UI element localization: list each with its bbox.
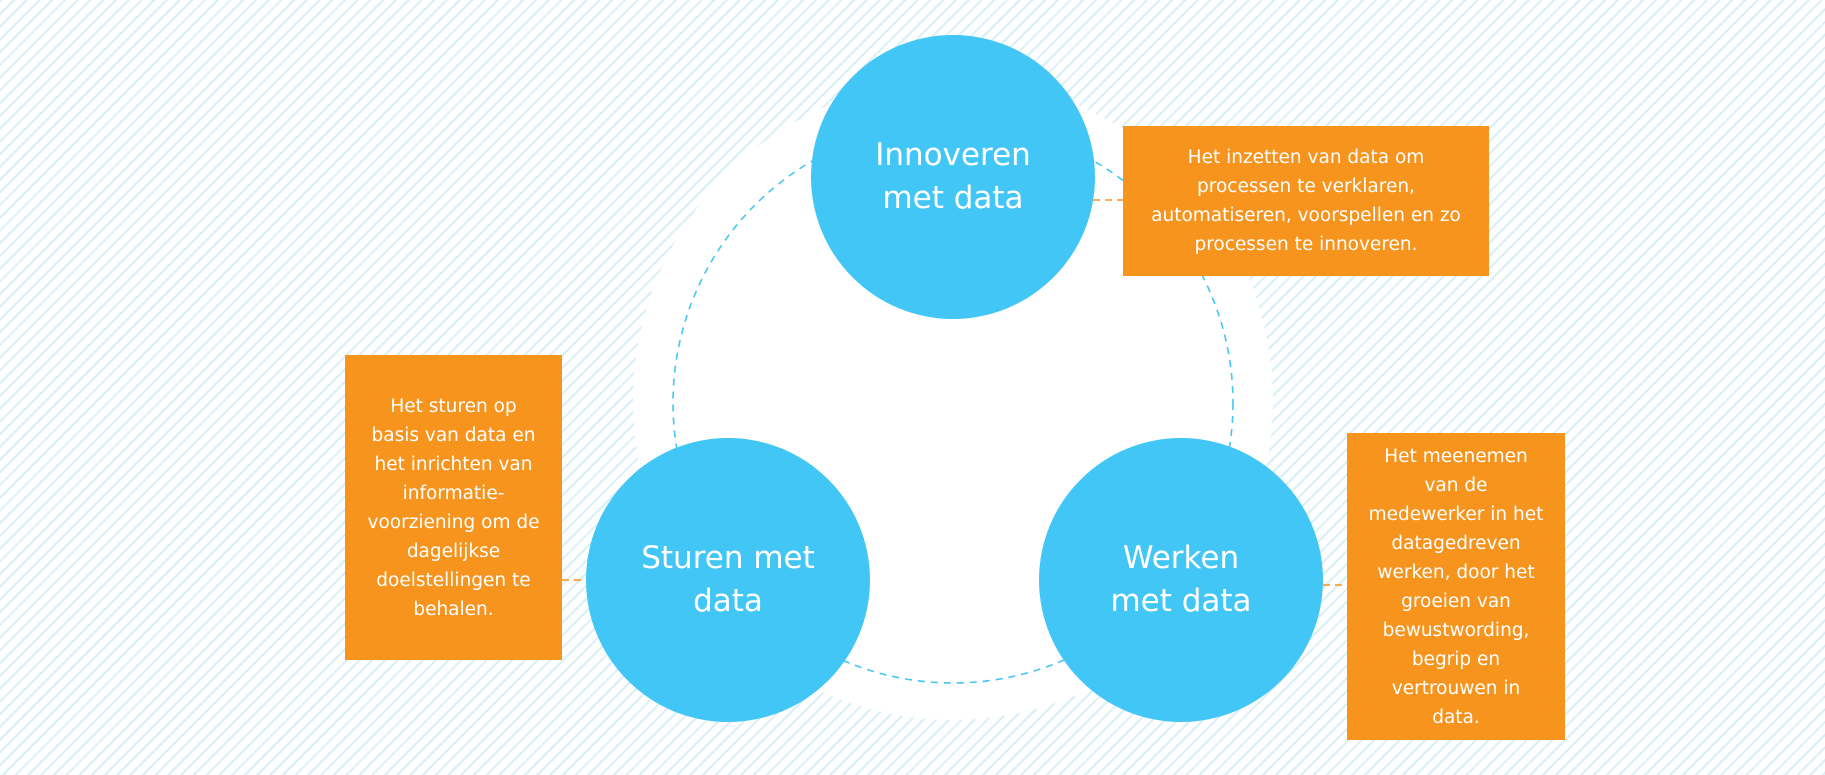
callout-sturen-text: Het sturen op basis van data en het inri… [367,395,540,620]
node-innoveren-label: Innoveren met data [875,137,1031,216]
callout-werken-text: Het meenemen van de medewerker in het da… [1368,445,1544,728]
node-werken-circle [1039,438,1323,722]
node-sturen-circle [586,438,870,722]
callout-sturen: Het sturen op basis van data en het inri… [345,355,562,660]
callout-innoveren: Het inzetten van data om processen te ve… [1123,126,1489,276]
node-innoveren-circle [811,35,1095,319]
callout-werken: Het meenemen van de medewerker in het da… [1347,433,1565,740]
node-werken-label: Werken met data [1110,540,1252,619]
node-sturen-label: Sturen met data [641,540,815,619]
callout-innoveren-text: Het inzetten van data om processen te ve… [1151,147,1461,255]
